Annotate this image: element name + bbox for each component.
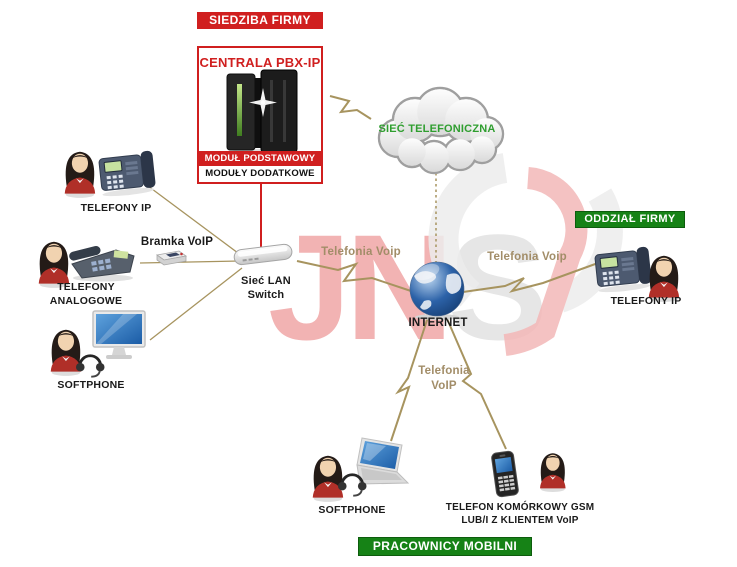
telefonia-voip-lan-label: Telefonia Voip [321, 246, 401, 258]
lan-switch-label: Sieć LAN Switch [241, 275, 291, 302]
pbx-title: CENTRALA PBX-IP [199, 55, 321, 70]
pbx-box: CENTRALA PBX-IP MODUŁ PODSTAWOWY MODUŁY … [197, 46, 323, 184]
gsm-phone-label: TELEFON KOMÓRKOWY GSM LUB/I Z KLIENTEM V… [445, 502, 595, 526]
pbx-modules-additional: MODUŁY DODATKOWE [199, 166, 321, 182]
person-icon [312, 455, 344, 502]
line-analog-to-switch [139, 260, 241, 264]
line-ipphone-to-switch [147, 185, 243, 257]
person-icon [540, 453, 566, 492]
watermark-letter-j: J [268, 203, 351, 371]
ip-phone-icon [97, 149, 157, 199]
line-switch-to-internet [296, 260, 412, 292]
left-softphone-label: SOFTPHONE [57, 379, 125, 391]
voip-gateway-icon [156, 250, 187, 266]
lan-switch-icon [232, 243, 294, 266]
telefonia-voip-branch-label: Telefonia Voip [487, 251, 567, 263]
gsm-phone-icon [490, 450, 520, 498]
line-internet-to-gsm [444, 313, 507, 450]
telephone-network-cloud [377, 86, 505, 175]
line-internet-to-softphone [390, 313, 430, 442]
mobile-softphone-label: SOFTPHONE [318, 504, 386, 516]
analog-phones-label: TELEFONY ANALOGOWE [49, 281, 123, 307]
line-internet-to-branch [462, 262, 599, 293]
telefonia-voip-mobile-label: Telefonia VoIP [418, 365, 470, 392]
mobile-workers-banner: PRACOWNICY MOBILNI [358, 537, 532, 556]
softphone-monitor-icon [92, 310, 146, 360]
laptop-icon [356, 437, 409, 485]
person-icon [64, 151, 96, 198]
headset-icon [74, 354, 106, 379]
branch-ip-phones-label: TELEFONY IP [610, 295, 682, 307]
internet-globe-icon [409, 261, 465, 320]
analog-phone-icon [67, 244, 135, 282]
internet-label: INTERNET [408, 317, 468, 329]
branch-office-banner: ODDZIAŁ FIRMY [575, 211, 685, 228]
headquarters-banner: SIEDZIBA FIRMY [197, 12, 323, 29]
connection-lines [139, 95, 599, 450]
line-softphone-to-switch [149, 267, 243, 341]
left-ip-phones-label: TELEFONY IP [80, 202, 152, 214]
voip-gateway-label: Bramka VoIP [140, 236, 214, 248]
pbx-module-primary: MODUŁ PODSTAWOWY [199, 151, 321, 166]
bolt-pbx-to-cloud [329, 95, 372, 120]
telephone-network-label: SIEĆ TELEFONICZNA [378, 123, 496, 135]
